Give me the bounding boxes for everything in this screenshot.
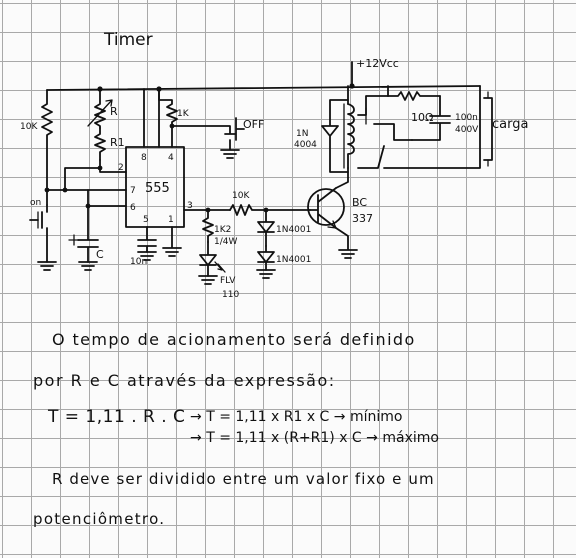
diode-1n4001-a: 1N4001 (257, 209, 311, 247)
formula-max: T = 1,11 x (R+R1) x C (206, 430, 362, 446)
pin7-label: 7 (130, 186, 136, 196)
pin8-label: 8 (141, 153, 147, 163)
on-label: on (30, 198, 41, 208)
capacitor-c: C (68, 205, 104, 271)
r-10k-base-label: 10K (232, 191, 250, 201)
min-label: mínimo (349, 409, 403, 425)
r-label: R (110, 105, 118, 118)
diode-1n4001-b: 1N4001 (256, 245, 311, 279)
off-label: OFF (243, 118, 264, 131)
relay-contacts (357, 95, 413, 169)
cap-100n-label: 100n (455, 113, 478, 123)
note-line-2: por R e C através da expressão: (33, 371, 336, 390)
resistor-1k2: 1K2 1/4W (202, 209, 237, 247)
pin1-ground (162, 226, 182, 257)
r-10ohm-label: 10Ω (411, 111, 433, 124)
resistor-r-variable: R (87, 88, 118, 129)
r-1k2-watt-label: 1/4W (214, 237, 237, 247)
pin2-label: 2 (118, 163, 124, 173)
formula-min: T = 1,11 x R1 x C (206, 409, 330, 425)
off-pushbutton: OFF (169, 117, 264, 159)
resistor-10k-base: 10K (229, 191, 311, 216)
timing-network-wires (44, 159, 127, 209)
transistor-a-label: BC (352, 196, 367, 209)
formula-max-row: → T = 1,11 x (R+R1) x C → máximo (190, 430, 439, 446)
diode-1n4004-b-label: 4004 (294, 140, 317, 150)
resistor-10ohm: 10Ω (387, 91, 441, 124)
cap-10n-label: 10n (130, 257, 147, 267)
note-line-1: O tempo de acionamento será definido (52, 330, 416, 349)
ic-555: 555 8 4 2 7 6 5 1 3 (118, 88, 193, 228)
supply-label: +12Vcc (356, 57, 399, 70)
pin5-label: 5 (143, 215, 149, 225)
transistor-bc337: BC 337 (307, 167, 373, 259)
load-label: carga (492, 117, 528, 132)
supply-rail: +12Vcc (46, 57, 481, 92)
note-line-3: R deve ser dividido entre um valor fixo … (52, 470, 435, 488)
arrow-min-icon: → (190, 409, 207, 425)
resistor-r1: R1 (94, 127, 125, 161)
led-sub-label: 110 (222, 290, 239, 300)
load-terminals: carga (383, 85, 528, 169)
resistor-10k-label: 10K (20, 122, 38, 132)
pin3-label: 3 (187, 201, 193, 211)
r-1k-label: 1K (177, 109, 190, 119)
ic-label: 555 (145, 181, 170, 196)
arrow-min-label-icon: → (329, 409, 350, 425)
pin4-label: 4 (168, 153, 174, 163)
pin1-label: 1 (168, 215, 174, 225)
formula-min-row: → T = 1,11 x R1 x C → mínimo (190, 409, 402, 425)
resistor-10k-left: 10K (20, 89, 53, 206)
diode-a-label: 1N4001 (276, 225, 311, 235)
transistor-b-label: 337 (352, 212, 373, 225)
max-label: máximo (382, 430, 439, 446)
diode-b-label: 1N4001 (276, 255, 311, 265)
capacitor-10n: 10n (130, 226, 157, 267)
pin6-label: 6 (130, 203, 136, 213)
capacitor-100n: 100n 400V (411, 95, 479, 141)
relay-coil (343, 85, 355, 169)
resistor-1k: 1K (158, 88, 190, 127)
arrow-max-icon: → (190, 430, 207, 446)
r-1k2-label: 1K2 (214, 225, 231, 235)
r1-label: R1 (110, 136, 125, 149)
diode-1n4004: 1N 4004 (294, 99, 349, 173)
note-line-4: potenciômetro. (33, 510, 166, 528)
diode-1n4004-a-label: 1N (296, 129, 308, 139)
arrow-max-label-icon: → (361, 430, 383, 446)
cap-400v-label: 400V (455, 125, 479, 135)
led: FLV 110 (198, 241, 239, 300)
diagram-title: Timer (104, 30, 153, 50)
on-pushbutton: on (29, 198, 57, 271)
led-label: FLV (220, 276, 236, 286)
formula-main: T = 1,11 . R . C (48, 407, 186, 427)
capacitor-c-label: C (96, 248, 104, 261)
